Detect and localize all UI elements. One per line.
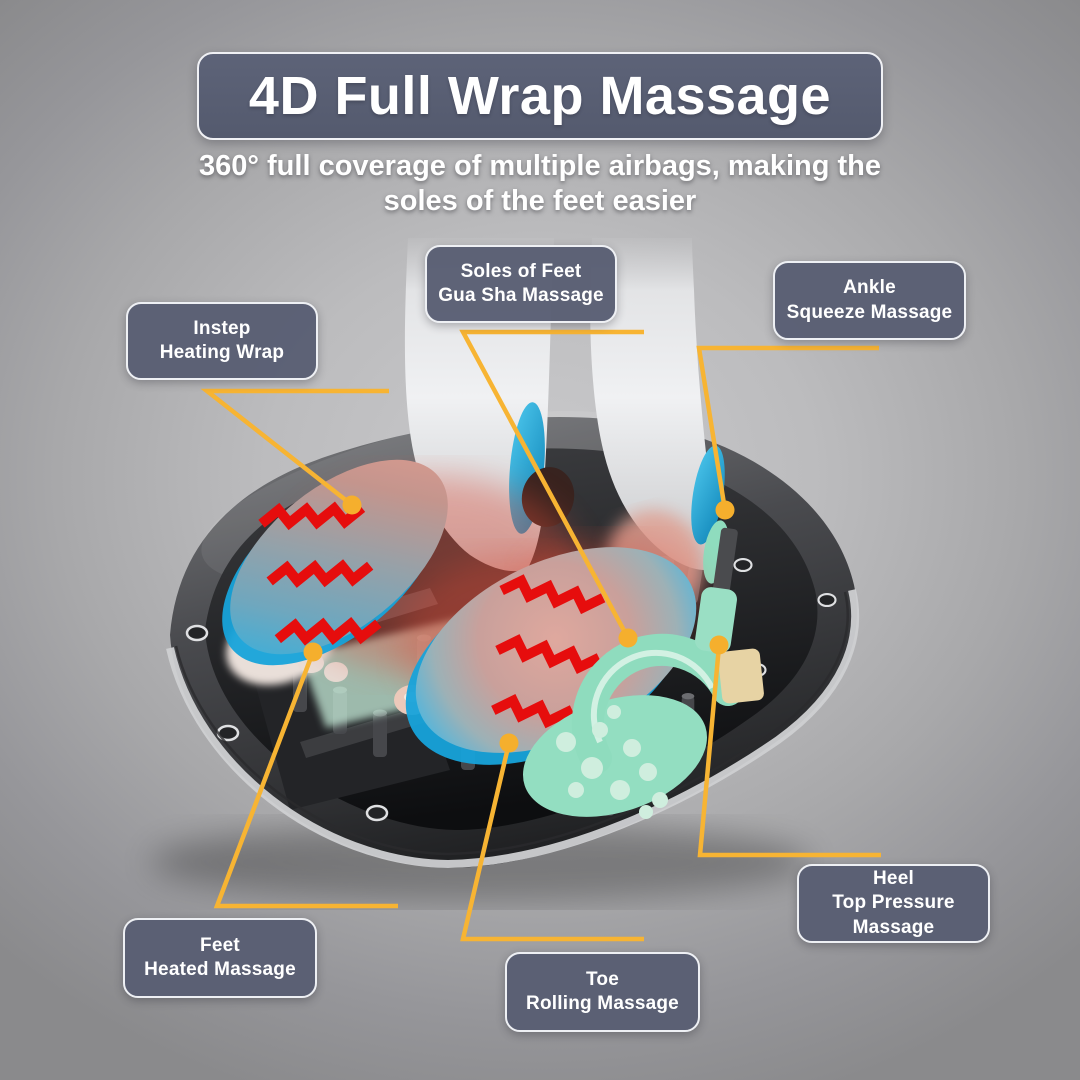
- callout-connectors: [200, 329, 881, 942]
- page-title: 4D Full Wrap Massage: [248, 66, 832, 126]
- roller-bumps: [556, 705, 668, 819]
- callout-toe-rolling-massage: Toe Rolling Massage: [505, 952, 700, 1032]
- callout-soles-gua-sha-massage: Soles of Feet Gua Sha Massage: [425, 245, 617, 323]
- callout-label: Toe Rolling Massage: [526, 968, 679, 1014]
- callout-feet-heated-massage: Feet Heated Massage: [123, 918, 317, 998]
- connector-ankle: [696, 345, 879, 511]
- callout-label: Feet Heated Massage: [144, 934, 296, 980]
- callout-label: Instep Heating Wrap: [159, 317, 285, 363]
- callout-dot-ankle: [715, 500, 735, 520]
- subtitle: 360° full coverage of multiple airbags, …: [198, 150, 881, 217]
- callout-dots: [303, 495, 735, 753]
- toe-roller: [523, 587, 764, 819]
- callout-label: Heel Top Pressure Massage: [832, 868, 955, 938]
- callout-ankle-squeeze-massage: Ankle Squeeze Massage: [773, 261, 966, 340]
- connector-instep: [200, 388, 389, 507]
- callout-dot-instep: [342, 495, 362, 515]
- callout-dot-soles: [618, 628, 638, 648]
- callout-label: Ankle Squeeze Massage: [786, 277, 953, 323]
- callout-dot-toe: [499, 733, 519, 753]
- callout-heel-top-pressure-massage: Heel Top Pressure Massage: [797, 864, 990, 943]
- left-heat-pad: [222, 459, 448, 703]
- connector-soles: [459, 329, 644, 640]
- callout-label: Soles of Feet Gua Sha Massage: [438, 260, 604, 306]
- title-banner: 4D Full Wrap Massage: [197, 52, 883, 140]
- callout-instep-heating-wrap: Instep Heating Wrap: [126, 302, 318, 380]
- connector-feet: [213, 651, 398, 909]
- heel-pressure-block: [718, 648, 764, 704]
- callout-dot-heel: [709, 635, 729, 655]
- connector-toe: [460, 742, 644, 942]
- callout-dot-feet: [303, 642, 323, 662]
- connector-heel: [697, 645, 881, 858]
